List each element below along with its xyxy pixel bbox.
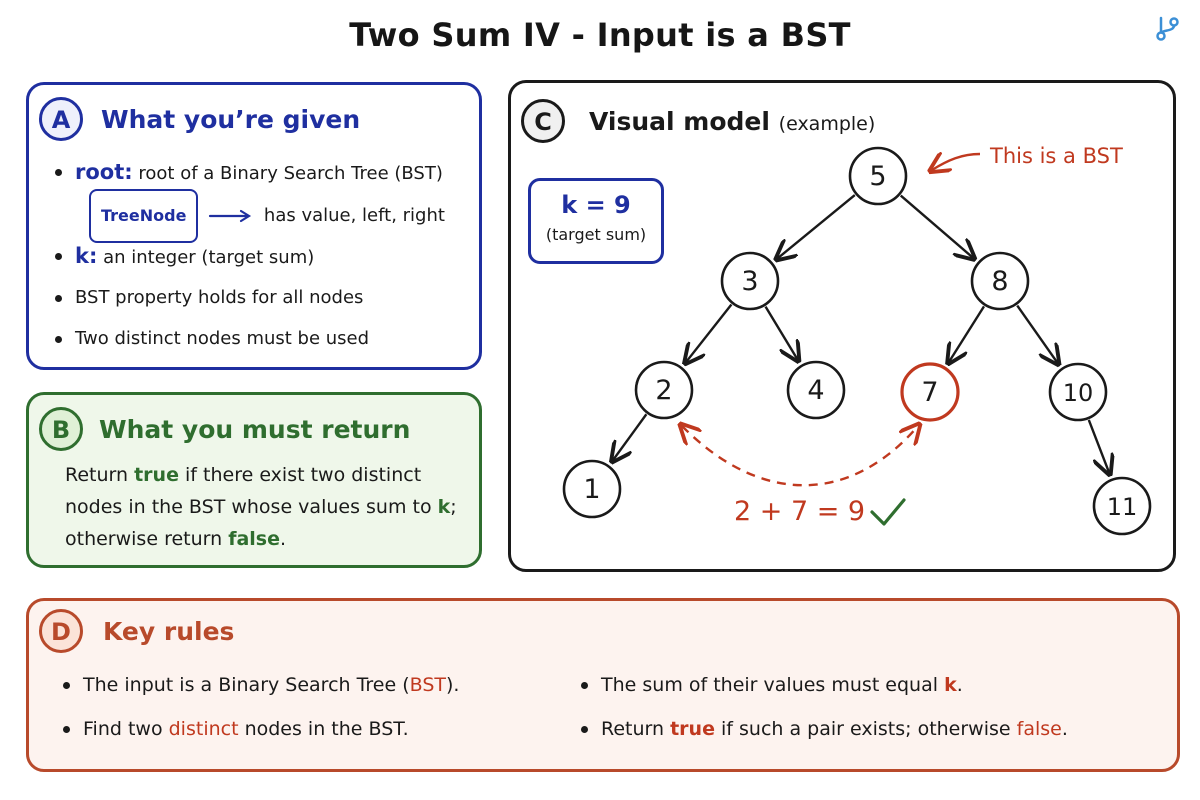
k-keyword: k — [944, 674, 957, 696]
page-title: Two Sum IV - Input is a BST — [349, 16, 851, 54]
given-list: root: root of a Binary Search Tree (BST)… — [51, 155, 445, 359]
rules-list-right: The sum of their values must equal k. Re… — [577, 663, 1068, 751]
panel-given: A What you’re given root: root of a Bina… — [26, 82, 482, 370]
treenode-row: TreeNode has value, left, right — [51, 189, 445, 243]
list-item: root: root of a Binary Search Tree (BST) — [51, 155, 445, 189]
text-segment: nodes in the BST. — [238, 718, 409, 740]
k-keyword: k: — [75, 244, 98, 268]
panel-key-rules: D Key rules The input is a Binary Search… — [26, 598, 1180, 772]
heading-given: What you’re given — [101, 105, 361, 134]
return-line-2: nodes in the BST whose values sum to k; — [65, 491, 475, 523]
text-segment: Return — [65, 464, 135, 486]
k-description: an integer (target sum) — [103, 247, 315, 268]
root-description: root of a Binary Search Tree (BST) — [138, 163, 443, 184]
false-keyword: false — [1016, 718, 1062, 740]
text-segment: . — [956, 674, 963, 696]
heading-key-rules: Key rules — [103, 617, 235, 646]
heading-text: Visual model — [589, 107, 770, 136]
list-item: BST property holds for all nodes — [51, 277, 445, 319]
text-segment: otherwise return — [65, 528, 229, 550]
k-value-box: k = 9 (target sum) — [528, 178, 664, 264]
panel-return: B What you must return Return true if th… — [26, 392, 482, 568]
k-keyword: k — [437, 496, 451, 518]
text-segment: Find two — [83, 718, 169, 740]
text-segment: . — [280, 528, 287, 550]
return-line-1: Return true if there exist two distinct — [65, 459, 475, 491]
text-segment: . — [1061, 718, 1068, 740]
badge-c: C — [521, 99, 565, 143]
heading-return: What you must return — [99, 415, 411, 444]
list-item: Two distinct nodes must be used — [51, 319, 445, 359]
badge-d: D — [39, 609, 83, 653]
list-item: Find two distinct nodes in the BST. — [59, 707, 459, 751]
list-item: Return true if such a pair exists; other… — [577, 707, 1068, 751]
list-item: k: an integer (target sum) — [51, 235, 445, 277]
return-description: Return true if there exist two distinct … — [65, 459, 475, 555]
root-keyword: root: — [75, 160, 133, 184]
distinct-keyword: distinct — [168, 718, 239, 740]
heading-visual-model: Visual model (example) — [589, 107, 875, 136]
arrow-right-icon — [209, 209, 252, 223]
rules-list-left: The input is a Binary Search Tree (BST).… — [59, 663, 459, 751]
true-keyword: true — [670, 718, 715, 740]
bst-keyword: BST — [409, 674, 447, 696]
text-segment: nodes in the BST whose values sum to — [65, 496, 438, 518]
return-line-3: otherwise return false. — [65, 523, 475, 555]
panel-visual-model: C Visual model (example) — [508, 80, 1176, 572]
k-value: k = 9 — [561, 191, 631, 219]
treenode-description: has value, left, right — [263, 205, 445, 226]
text-segment: ). — [446, 674, 460, 696]
text-segment: if such a pair exists; otherwise — [714, 718, 1017, 740]
text-segment: if there exist two distinct — [178, 464, 422, 486]
text-segment: Return — [601, 718, 671, 740]
badge-a: A — [39, 97, 83, 141]
text-segment: ; — [450, 496, 457, 518]
false-keyword: false — [228, 528, 280, 550]
heading-note: (example) — [778, 113, 876, 135]
git-branch-icon — [1156, 16, 1179, 41]
badge-b: B — [39, 407, 83, 451]
list-item: The sum of their values must equal k. — [577, 663, 1068, 707]
text-segment: The input is a Binary Search Tree ( — [83, 674, 410, 696]
list-item: The input is a Binary Search Tree (BST). — [59, 663, 459, 707]
true-keyword: true — [134, 464, 179, 486]
text-segment: The sum of their values must equal — [601, 674, 945, 696]
k-note: (target sum) — [545, 225, 647, 244]
